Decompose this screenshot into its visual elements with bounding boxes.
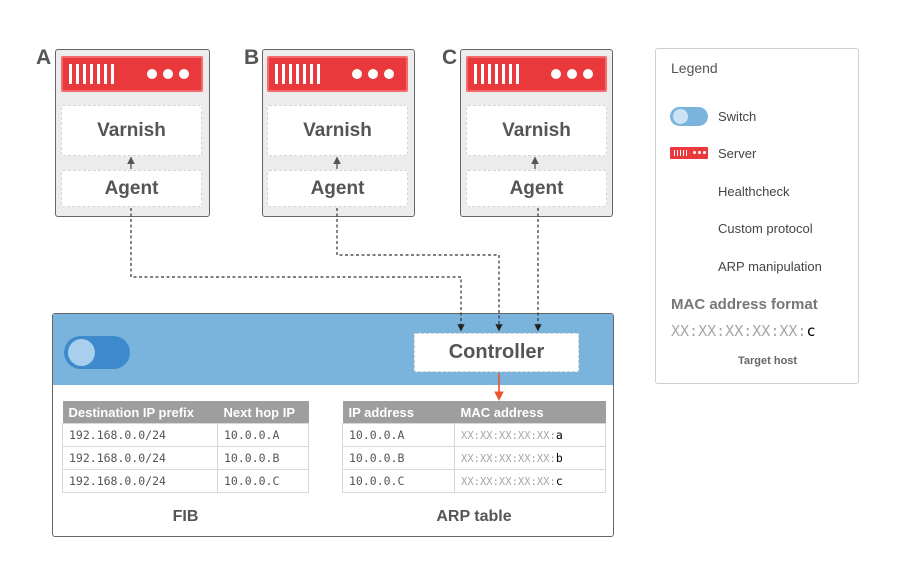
fib-cell-nexthop: 10.0.0.A <box>217 423 309 447</box>
table-row: 10.0.0.B XX:XX:XX:XX:XX:b <box>342 446 606 470</box>
table-row: 192.168.0.0/24 10.0.0.C <box>62 469 309 493</box>
legend-label-server: Server <box>718 146 757 161</box>
mac-host: b <box>555 451 563 465</box>
arp-caption: ARP table <box>436 508 512 525</box>
arp-cell-ip: 10.0.0.C <box>342 469 455 493</box>
legend-title: Legend <box>671 60 718 76</box>
protocol-line-a <box>130 208 465 332</box>
protocol-line-b <box>336 208 503 332</box>
legend-label-healthcheck: Healthcheck <box>718 184 790 199</box>
switch-toggle-icon <box>64 336 130 369</box>
mac-prefix: XX:XX:XX:XX:XX: <box>461 453 556 465</box>
mac-prefix: XX:XX:XX:XX:XX: <box>461 476 556 488</box>
arp-cell-mac: XX:XX:XX:XX:XX:a <box>454 423 606 447</box>
mac-format-prefix: XX:XX:XX:XX:XX: <box>671 322 807 340</box>
arp-cell-mac: XX:XX:XX:XX:XX:c <box>454 469 606 493</box>
server-c-letter: C <box>442 46 458 69</box>
server-icon <box>670 147 708 159</box>
controller: Controller <box>414 333 579 372</box>
legend-panel <box>655 48 859 384</box>
fib-table: Destination IP prefix Next hop IP 192.16… <box>62 401 309 493</box>
legend-label-switch: Switch <box>718 109 757 124</box>
table-row: 192.168.0.0/24 10.0.0.A <box>62 423 309 447</box>
fib-cell-prefix: 192.168.0.0/24 <box>62 446 218 470</box>
switch-icon <box>670 107 708 126</box>
fib-header-nexthop: Next hop IP <box>217 401 309 424</box>
server-b-varnish: Varnish <box>267 105 408 156</box>
mac-host: a <box>555 428 563 442</box>
server-c-varnish: Varnish <box>466 105 607 156</box>
server-a-letter: A <box>36 46 52 69</box>
fib-cell-prefix: 192.168.0.0/24 <box>62 469 218 493</box>
arp-table: IP address MAC address 10.0.0.A XX:XX:XX… <box>342 401 606 493</box>
mac-format-title: MAC address format <box>671 296 818 313</box>
arp-header-mac: MAC address <box>454 401 606 424</box>
mac-host: c <box>555 474 563 488</box>
arp-header-ip: IP address <box>342 401 455 424</box>
legend-label-arp-manipulation: ARP manipulation <box>718 259 822 274</box>
target-host-note: Target host <box>738 355 798 367</box>
fib-caption: FIB <box>172 508 199 525</box>
server-a-varnish: Varnish <box>61 105 202 156</box>
fib-cell-prefix: 192.168.0.0/24 <box>62 423 218 447</box>
mac-format-example: XX:XX:XX:XX:XX:c <box>671 322 816 340</box>
fib-header-prefix: Destination IP prefix <box>62 401 218 424</box>
table-row: 10.0.0.A XX:XX:XX:XX:XX:a <box>342 423 606 447</box>
server-c-agent: Agent <box>466 170 607 207</box>
server-b-agent: Agent <box>267 170 408 207</box>
table-row: 192.168.0.0/24 10.0.0.B <box>62 446 309 470</box>
server-a-agent: Agent <box>61 170 202 207</box>
mac-format-host: c <box>806 322 816 340</box>
fib-cell-nexthop: 10.0.0.C <box>217 469 309 493</box>
table-row: 10.0.0.C XX:XX:XX:XX:XX:c <box>342 469 606 493</box>
rack-details <box>69 64 593 84</box>
server-b-letter: B <box>244 46 260 69</box>
legend-label-custom-protocol: Custom protocol <box>718 221 813 236</box>
arp-cell-ip: 10.0.0.B <box>342 446 455 470</box>
mac-prefix: XX:XX:XX:XX:XX: <box>461 430 556 442</box>
